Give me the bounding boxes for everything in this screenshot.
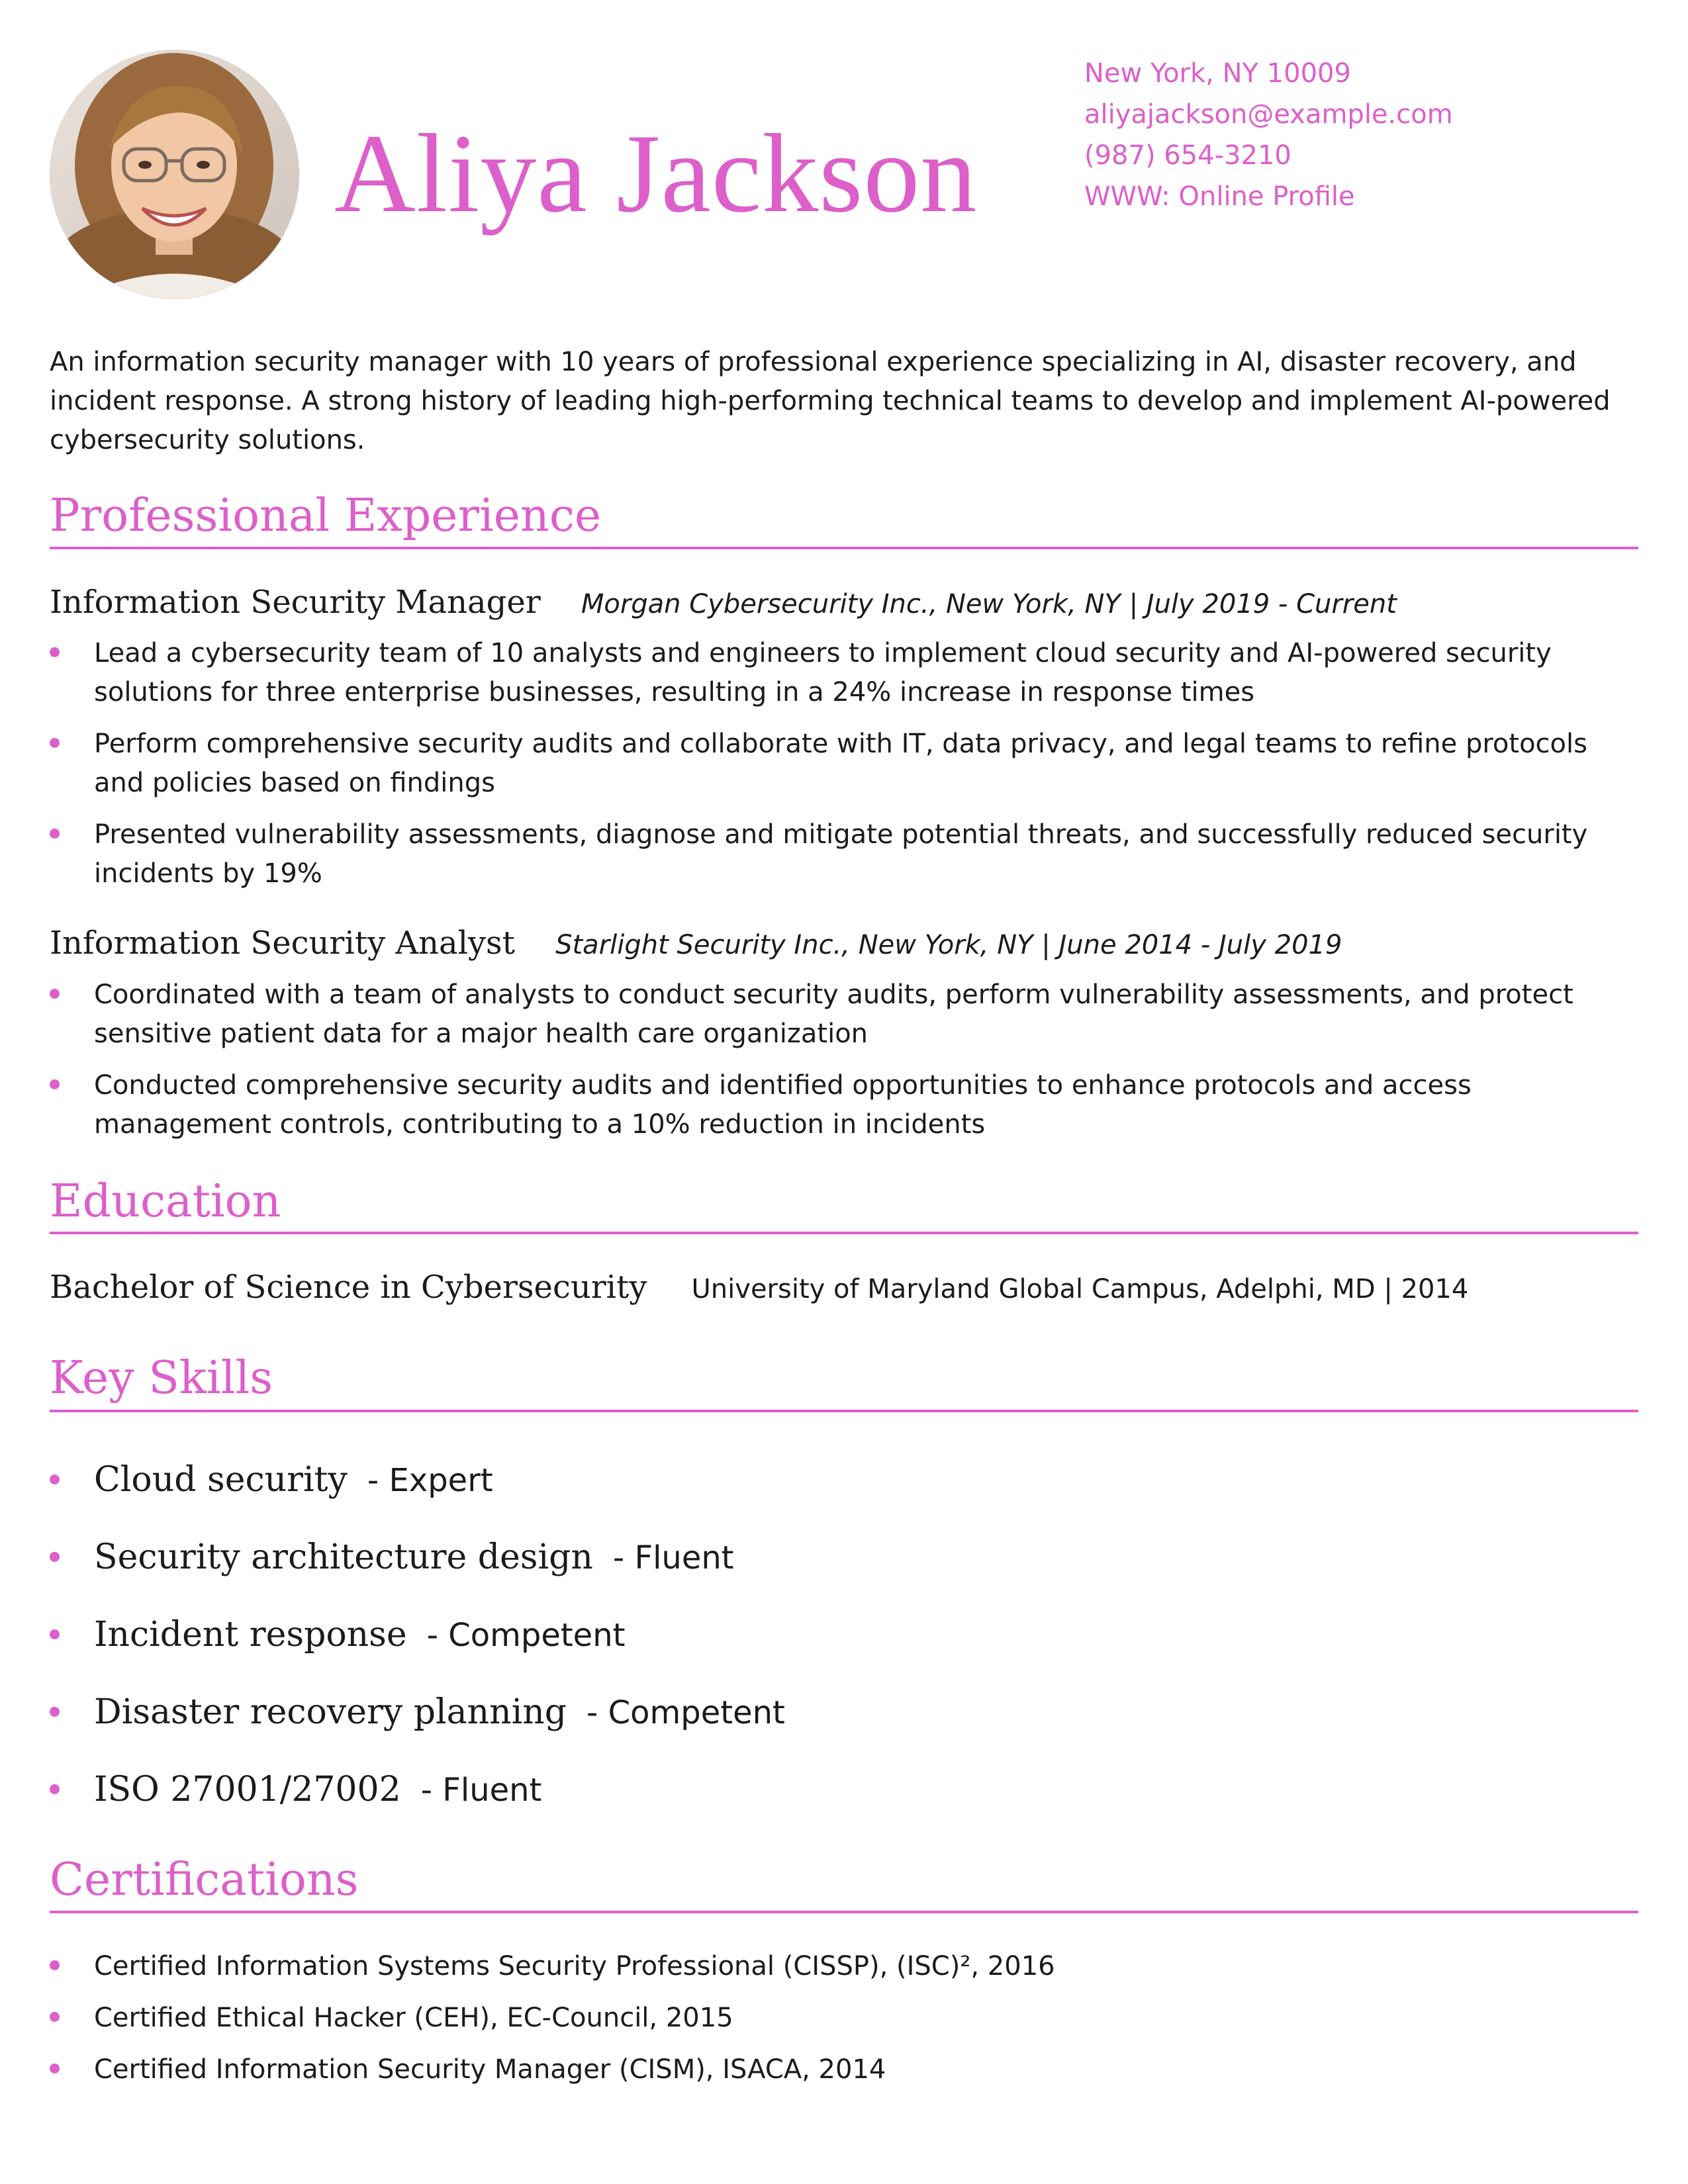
candidate-name: Aliya Jackson [334,111,978,236]
section-divider [50,1232,1638,1234]
bullet-dot-icon [50,1629,60,1639]
portrait-image [50,50,299,299]
job-bullets: Coordinated with a team of analysts to c… [50,976,1638,1144]
professional-summary: An information security manager with 10 … [50,347,1611,455]
skill-name: Security architecture design [94,1537,593,1577]
section-divider [50,1911,1638,1913]
certification-item: Certified Ethical Hacker (CEH), EC-Counc… [50,1999,733,2038]
skill-name: ISO 27001/27002 [94,1770,401,1809]
contact-location: New York, NY 10009 [1084,58,1351,89]
certification-item: Certified Information Security Manager (… [50,2050,886,2089]
certification-text: Certified Information Systems Security P… [94,1951,1055,1981]
section-title-experience: Professional Experience [50,490,602,542]
bullet-text: Coordinated with a team of analysts to c… [94,979,1573,1049]
list-item: Perform comprehensive security audits an… [50,725,1638,803]
skill-level: - Fluent [420,1772,542,1809]
job-bullets: Lead a cybersecurity team of 10 analysts… [50,634,1638,893]
bullet-dot-icon [50,1707,60,1717]
contact-block: New York, NY 10009 aliyajackson@example.… [1084,53,1453,217]
skill-name: Disaster recovery planning [94,1692,567,1732]
bullet-dot-icon [50,1960,60,1970]
job-title: Information Security Analyst [50,925,515,962]
skill-level: - Competent [426,1617,626,1654]
certification-text: Certified Information Security Manager (… [94,2054,886,2085]
skill-item: Security architecture design - Fluent [50,1537,734,1577]
skill-item: Cloud security - Expert [50,1460,493,1500]
bullet-text: Perform comprehensive security audits an… [94,729,1587,798]
bullet-dot-icon [50,738,60,748]
section-title-certifications: Certifications [50,1854,359,1906]
bullet-dot-icon [50,647,60,657]
school-meta: University of Maryland Global Campus, Ad… [691,1274,1469,1304]
bullet-dot-icon [50,2064,60,2073]
certification-item: Certified Information Systems Security P… [50,1947,1055,1986]
bullet-dot-icon [50,1784,60,1794]
degree-title: Bachelor of Science in Cybersecurity [50,1269,647,1306]
bullet-dot-icon [50,829,60,839]
job-title: Information Security Manager [50,584,541,621]
profile-photo [50,50,299,299]
section-divider [50,1410,1638,1412]
list-item: Conducted comprehensive security audits … [50,1066,1638,1144]
section-title-education: Education [50,1175,281,1228]
job-meta: Starlight Security Inc., New York, NY | … [555,930,1342,960]
certification-text: Certified Ethical Hacker (CEH), EC-Counc… [94,2003,733,2033]
contact-website-link[interactable]: WWW: Online Profile [1084,181,1355,212]
job-meta: Morgan Cybersecurity Inc., New York, NY … [581,589,1397,619]
skill-name: Incident response [94,1615,407,1655]
skill-item: ISO 27001/27002 - Fluent [50,1770,541,1809]
skill-level: - Expert [367,1462,493,1499]
job-header: Information Security Manager Morgan Cybe… [50,584,1397,621]
bullet-dot-icon [50,1475,60,1484]
bullet-text: Presented vulnerability assessments, dia… [94,819,1588,889]
contact-email[interactable]: aliyajackson@example.com [1084,99,1453,130]
skill-name: Cloud security [94,1460,348,1500]
bullet-text: Conducted comprehensive security audits … [94,1070,1472,1140]
list-item: Coordinated with a team of analysts to c… [50,976,1638,1054]
section-title-skills: Key Skills [50,1352,273,1404]
skill-item: Disaster recovery planning - Competent [50,1692,785,1732]
skill-level: - Competent [586,1694,785,1731]
bullet-dot-icon [50,1552,60,1562]
bullet-dot-icon [50,1079,60,1089]
bullet-text: Lead a cybersecurity team of 10 analysts… [94,638,1552,707]
section-divider [50,547,1638,549]
skill-item: Incident response - Competent [50,1615,625,1655]
bullet-dot-icon [50,2012,60,2022]
bullet-dot-icon [50,989,60,999]
education-entry: Bachelor of Science in Cybersecurity Uni… [50,1269,1468,1306]
list-item: Presented vulnerability assessments, dia… [50,815,1638,893]
list-item: Lead a cybersecurity team of 10 analysts… [50,634,1638,712]
job-header: Information Security Analyst Starlight S… [50,925,1342,962]
skill-level: - Fluent [612,1539,734,1576]
contact-phone: (987) 654-3210 [1084,140,1291,171]
